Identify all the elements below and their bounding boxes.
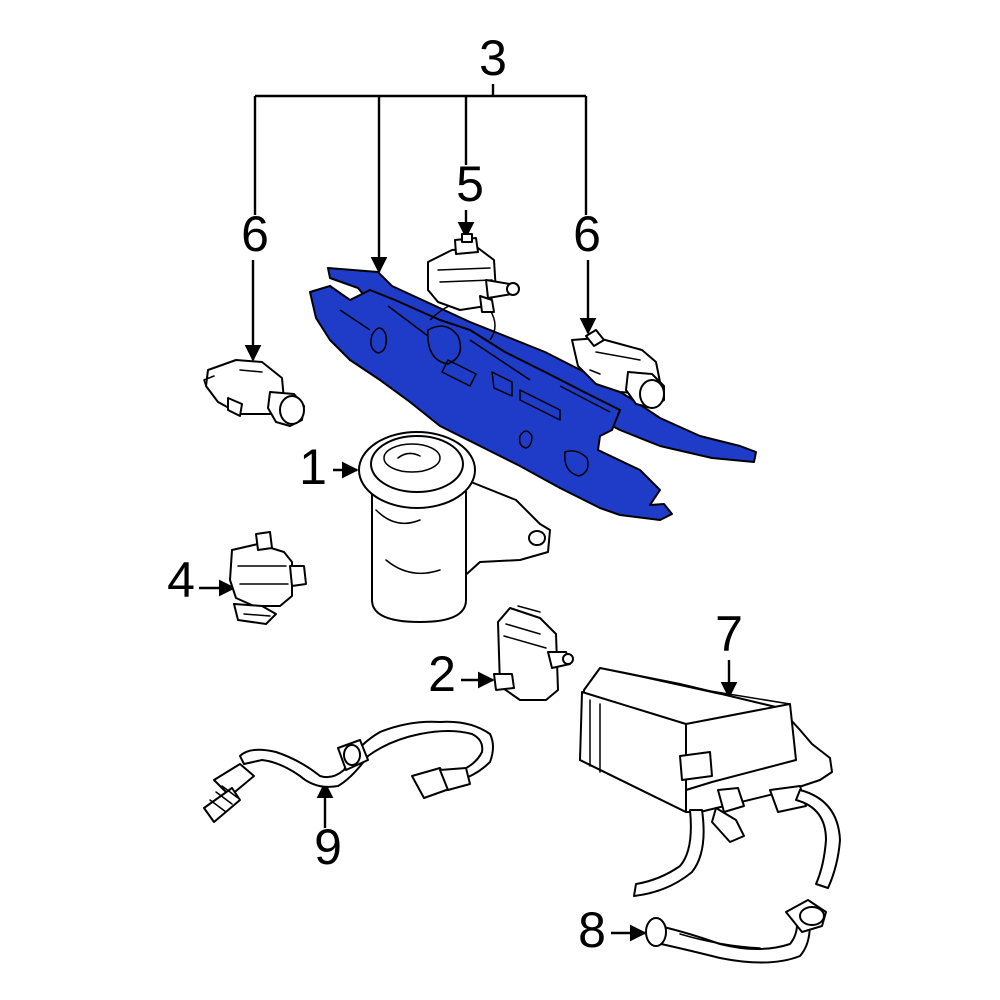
sensor-part-6-right[interactable] bbox=[571, 329, 665, 409]
oxygen-sensor-part-9[interactable] bbox=[203, 720, 494, 823]
callout-9[interactable]: 9 bbox=[314, 819, 342, 875]
highlighted-bracket-part-3[interactable] bbox=[309, 267, 757, 521]
hose-part-8[interactable] bbox=[645, 899, 827, 964]
callout-4[interactable]: 4 bbox=[167, 552, 195, 608]
bracket-plate bbox=[309, 285, 673, 521]
callout-1[interactable]: 1 bbox=[299, 439, 327, 495]
callout-7[interactable]: 7 bbox=[715, 606, 743, 662]
callout-6-left[interactable]: 6 bbox=[241, 206, 269, 262]
vacuum-valve-part-4[interactable] bbox=[229, 531, 307, 625]
pressure-sensor-part-2[interactable] bbox=[493, 605, 574, 701]
callout-3[interactable]: 3 bbox=[479, 30, 507, 86]
charcoal-canister-part-7[interactable] bbox=[579, 667, 841, 897]
valve-part-1[interactable] bbox=[358, 431, 551, 623]
callout-6-right[interactable]: 6 bbox=[573, 206, 601, 262]
callout-2[interactable]: 2 bbox=[428, 646, 456, 702]
callout-8[interactable]: 8 bbox=[578, 902, 606, 958]
solenoid-valve-part-5[interactable] bbox=[427, 233, 520, 313]
callout-5[interactable]: 5 bbox=[456, 156, 484, 212]
leader-lines bbox=[199, 84, 738, 942]
sensor-part-6-left[interactable] bbox=[203, 359, 305, 427]
